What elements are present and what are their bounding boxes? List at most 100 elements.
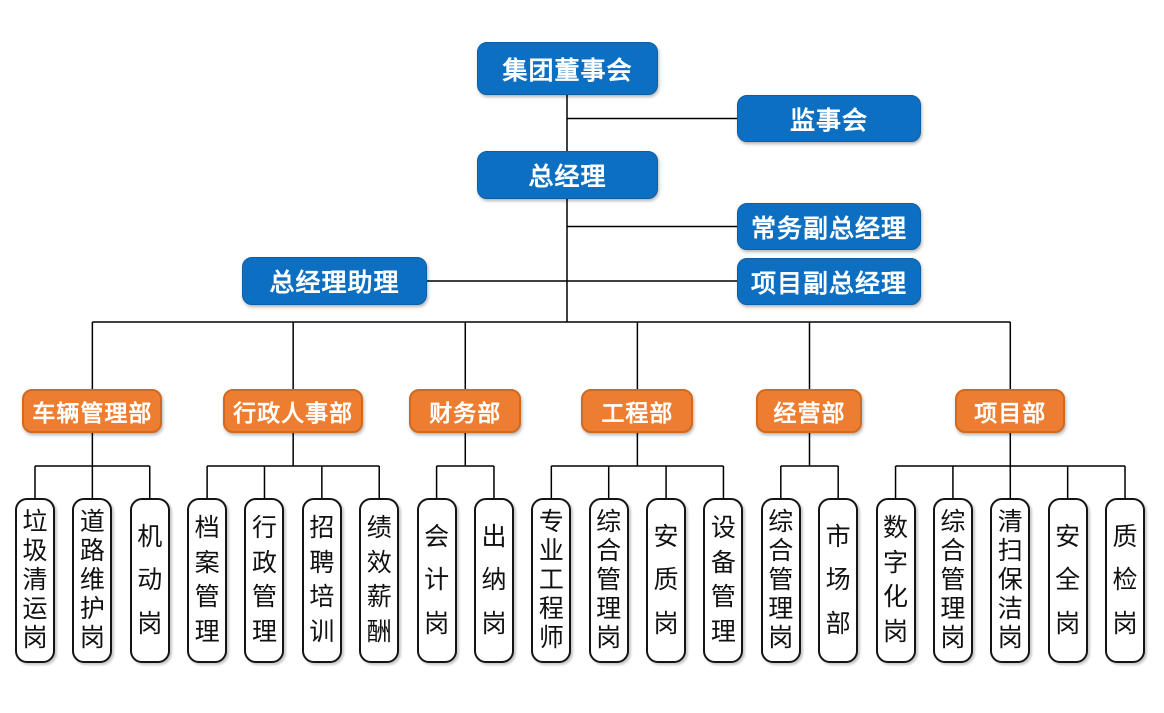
department-label: 工程部 <box>601 400 674 426</box>
position-label-char: 合 <box>940 537 966 565</box>
position-label-char: 管 <box>251 583 277 612</box>
position-label-char: 岗 <box>481 609 507 638</box>
board-of-directors-box: 集团董事会 <box>477 42 658 95</box>
position-label-char: 机 <box>137 522 163 551</box>
position-label-char: 政 <box>251 548 277 577</box>
position-label-char: 岗 <box>596 624 622 652</box>
department-label: 经营部 <box>773 400 846 426</box>
position-label-char: 洁 <box>997 595 1023 623</box>
position-label-char: 出 <box>481 522 507 551</box>
position-label-char: 扫 <box>997 537 1023 565</box>
department-box: 财务部 <box>409 389 522 433</box>
position-label-char: 岗 <box>22 624 48 652</box>
position-label-char: 理 <box>251 618 277 647</box>
position-label-char: 岗 <box>79 624 105 652</box>
position-box: 垃圾清运岗 <box>15 498 55 663</box>
project-deputy-gm-label: 项目副总经理 <box>750 269 907 298</box>
position-label-char: 质 <box>653 566 679 594</box>
position-label-char: 理 <box>710 618 736 647</box>
position-label-char: 岗 <box>137 609 163 638</box>
position-label-char: 理 <box>194 618 220 647</box>
position-label-char: 路 <box>79 537 105 565</box>
position-label-char: 管 <box>768 566 794 594</box>
position-label-char: 训 <box>309 618 335 647</box>
position-label-char: 管 <box>596 566 622 594</box>
position-label-char: 聘 <box>309 548 335 577</box>
position-label-char: 安 <box>653 522 679 551</box>
department-label: 车辆管理部 <box>32 400 153 426</box>
general-manager-label: 总经理 <box>528 163 607 191</box>
position-label-char: 工 <box>538 566 564 594</box>
department-box: 工程部 <box>581 389 694 433</box>
position-label-char: 综 <box>768 508 794 536</box>
position-box: 设备管理 <box>703 498 744 663</box>
position-label-char: 护 <box>79 595 105 623</box>
position-label-char: 质 <box>1112 522 1138 551</box>
position-label-char: 管 <box>710 583 736 612</box>
position-label-char: 场 <box>825 566 851 594</box>
position-label-char: 培 <box>309 583 335 612</box>
position-box: 行政管理 <box>244 498 285 663</box>
position-label-char: 理 <box>940 595 966 623</box>
executive-deputy-gm-label: 常务副总经理 <box>750 214 907 243</box>
department-label: 行政人事部 <box>233 400 354 426</box>
position-label-char: 岗 <box>1112 609 1138 638</box>
position-label-char: 部 <box>825 609 851 638</box>
position-box: 安全岗 <box>1047 498 1088 663</box>
position-label-char: 计 <box>424 566 450 594</box>
position-label-char: 数 <box>883 513 909 542</box>
department-box: 经营部 <box>756 389 863 433</box>
position-label-char: 检 <box>1112 566 1138 594</box>
gm-assistant-label: 总经理助理 <box>269 269 400 297</box>
position-label-char: 动 <box>137 566 163 594</box>
position-box: 招聘培训 <box>301 498 342 663</box>
project-deputy-gm-box: 项目副总经理 <box>737 258 921 305</box>
position-label-char: 运 <box>22 595 48 623</box>
supervisory-board-box: 监事会 <box>737 95 921 142</box>
position-box: 市场部 <box>818 498 859 663</box>
position-box: 出纳岗 <box>473 498 514 663</box>
position-label-char: 会 <box>424 522 450 551</box>
position-label-char: 备 <box>710 548 736 577</box>
position-label-char: 薪 <box>366 583 392 612</box>
position-box: 综合管理岗 <box>760 498 801 663</box>
position-box: 道路维护岗 <box>72 498 113 663</box>
position-box: 综合管理岗 <box>932 498 973 663</box>
position-label-char: 全 <box>1055 566 1081 594</box>
position-label-char: 清 <box>22 566 48 594</box>
position-label-char: 管 <box>194 583 220 612</box>
position-box: 安质岗 <box>646 498 687 663</box>
position-label-char: 道 <box>79 508 105 536</box>
position-label-char: 市 <box>825 522 851 551</box>
position-box: 综合管理岗 <box>588 498 629 663</box>
position-box: 质检岗 <box>1105 498 1146 663</box>
position-box: 专业工程师 <box>531 498 572 663</box>
position-label-char: 管 <box>940 566 966 594</box>
position-label-char: 程 <box>538 595 564 623</box>
position-label-char: 合 <box>596 537 622 565</box>
position-label-char: 理 <box>768 595 794 623</box>
position-label-char: 综 <box>940 508 966 536</box>
position-box: 机动岗 <box>129 498 170 663</box>
executive-deputy-gm-box: 常务副总经理 <box>737 203 921 250</box>
position-label-char: 圾 <box>22 537 48 565</box>
supervisory-board-label: 监事会 <box>789 106 868 135</box>
department-box: 车辆管理部 <box>22 389 163 433</box>
position-label-char: 岗 <box>424 609 450 638</box>
position-label-char: 综 <box>596 508 622 536</box>
position-label-char: 字 <box>883 548 909 577</box>
position-box: 清扫保洁岗 <box>990 498 1031 663</box>
department-box: 行政人事部 <box>223 389 364 433</box>
position-label-char: 专 <box>538 508 564 536</box>
position-label-char: 岗 <box>768 624 794 652</box>
position-label-char: 清 <box>997 508 1023 536</box>
position-box: 档案管理 <box>187 498 228 663</box>
position-label-char: 案 <box>194 548 220 577</box>
department-label: 项目部 <box>974 400 1047 426</box>
position-box: 数字化岗 <box>875 498 916 663</box>
position-label-char: 化 <box>883 583 909 612</box>
position-label-char: 酬 <box>366 618 392 647</box>
position-label-char: 理 <box>596 595 622 623</box>
